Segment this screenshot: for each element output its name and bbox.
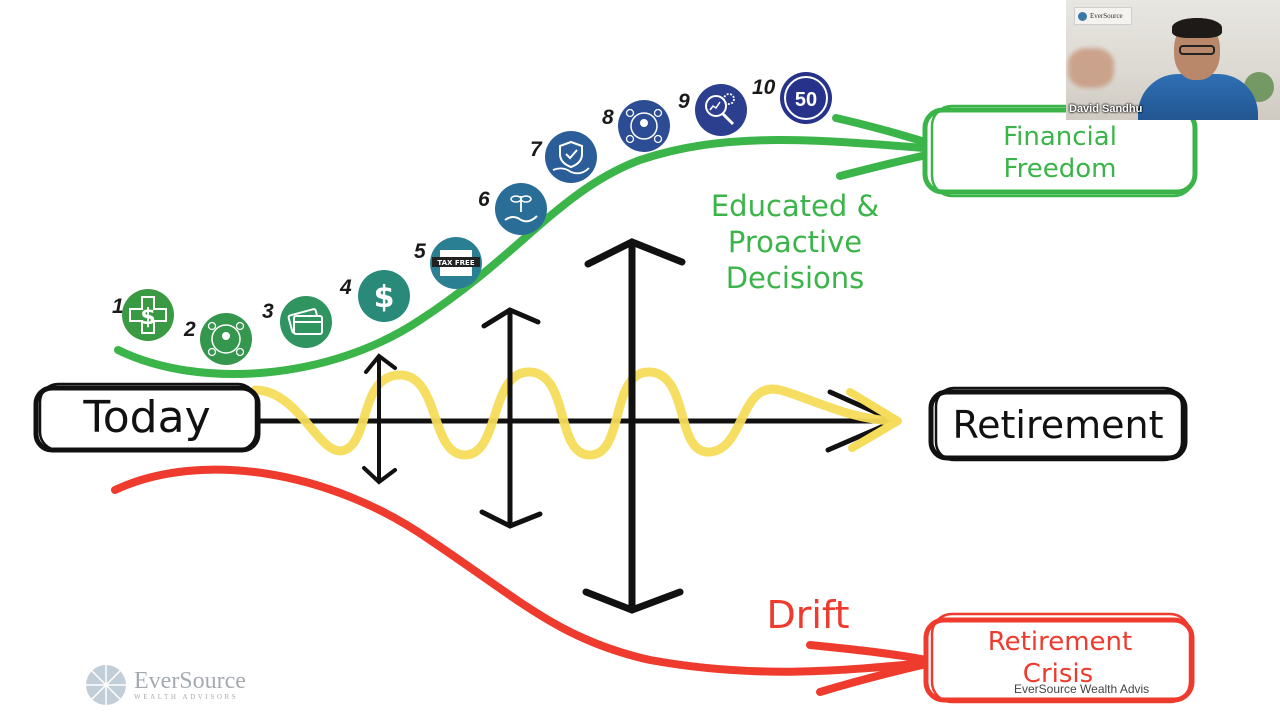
participant-name: David Sandhu (1069, 103, 1143, 115)
step-number: 10 (752, 76, 776, 99)
financial-freedom-line1: Financial (1003, 122, 1117, 152)
financial-freedom-box: Financial Freedom (922, 104, 1198, 198)
step-number: 2 (183, 318, 196, 341)
step-5: 5 TAX FREE (414, 237, 482, 289)
retirement-crisis-line2: Crisis (1023, 659, 1093, 689)
footer-watermark: EverSource Wealth Advis (1014, 682, 1150, 696)
retirement-label: Retirement (952, 403, 1163, 447)
step-4: 4 $ (339, 270, 410, 322)
step-number: 6 (478, 188, 490, 211)
participant-glasses (1179, 45, 1215, 55)
footer-logo: EverSource WEALTH ADVISORS (84, 663, 246, 707)
educated-line2: Proactive (728, 225, 862, 259)
eversource-logo-icon (86, 665, 126, 705)
step-2: 2 (183, 313, 252, 365)
retirement-box: Retirement (928, 386, 1188, 462)
step-number: 5 (414, 240, 426, 263)
step-number: 8 (602, 106, 614, 129)
medical-dollar-icon (122, 289, 174, 341)
drift-label: Drift (766, 593, 849, 637)
step-6: 6 (478, 183, 547, 235)
gap-arrow-small (362, 353, 397, 485)
dollar-symbol: $ (374, 280, 395, 315)
step-1: 1 $ (112, 289, 174, 341)
step-10: 10 50 (752, 72, 832, 124)
step-number: 3 (262, 300, 274, 323)
financial-freedom-line2: Freedom (1004, 154, 1117, 184)
participant-body (1138, 74, 1258, 120)
retirement-crisis-box: Retirement Crisis (923, 612, 1195, 704)
step-number: 9 (678, 90, 690, 113)
wall-logo-text: EverSource (1090, 12, 1123, 20)
today-label: Today (82, 392, 210, 443)
step-3: 3 (262, 296, 332, 348)
logo-mark-icon (1078, 11, 1087, 21)
red-lower-path (111, 465, 939, 676)
gap-arrow-medium (479, 307, 543, 529)
step-number: 4 (339, 276, 352, 299)
step-number: 1 (112, 295, 124, 318)
educated-line1: Educated & (711, 189, 879, 223)
step-9: 9 (678, 84, 747, 136)
badge-50-icon (780, 72, 832, 124)
educated-line3: Decisions (726, 261, 865, 295)
volatility-wave (250, 367, 900, 460)
participant-video-tile[interactable]: EverSource David Sandhu (1066, 0, 1280, 120)
svg-text:$: $ (140, 305, 155, 330)
dollar-icon (358, 270, 410, 322)
step-number: 7 (530, 138, 543, 161)
gap-arrow-large (582, 238, 686, 614)
tax-free-banner: TAX FREE (437, 259, 474, 267)
participant-hair-top (1172, 18, 1222, 38)
badge-50-text: 50 (795, 89, 817, 111)
retirement-crisis-line1: Retirement (988, 627, 1132, 657)
today-box: Today (33, 382, 261, 453)
wall-logo: EverSource (1074, 7, 1132, 25)
footer-brand: EverSource (134, 668, 246, 694)
participant-hand (1068, 48, 1114, 88)
footer-tagline: WEALTH ADVISORS (134, 693, 239, 701)
yellow-arrow-head (846, 388, 902, 452)
analytics-gear-icon (695, 84, 747, 136)
step-8: 8 (602, 100, 670, 152)
step-7: 7 (530, 131, 597, 183)
